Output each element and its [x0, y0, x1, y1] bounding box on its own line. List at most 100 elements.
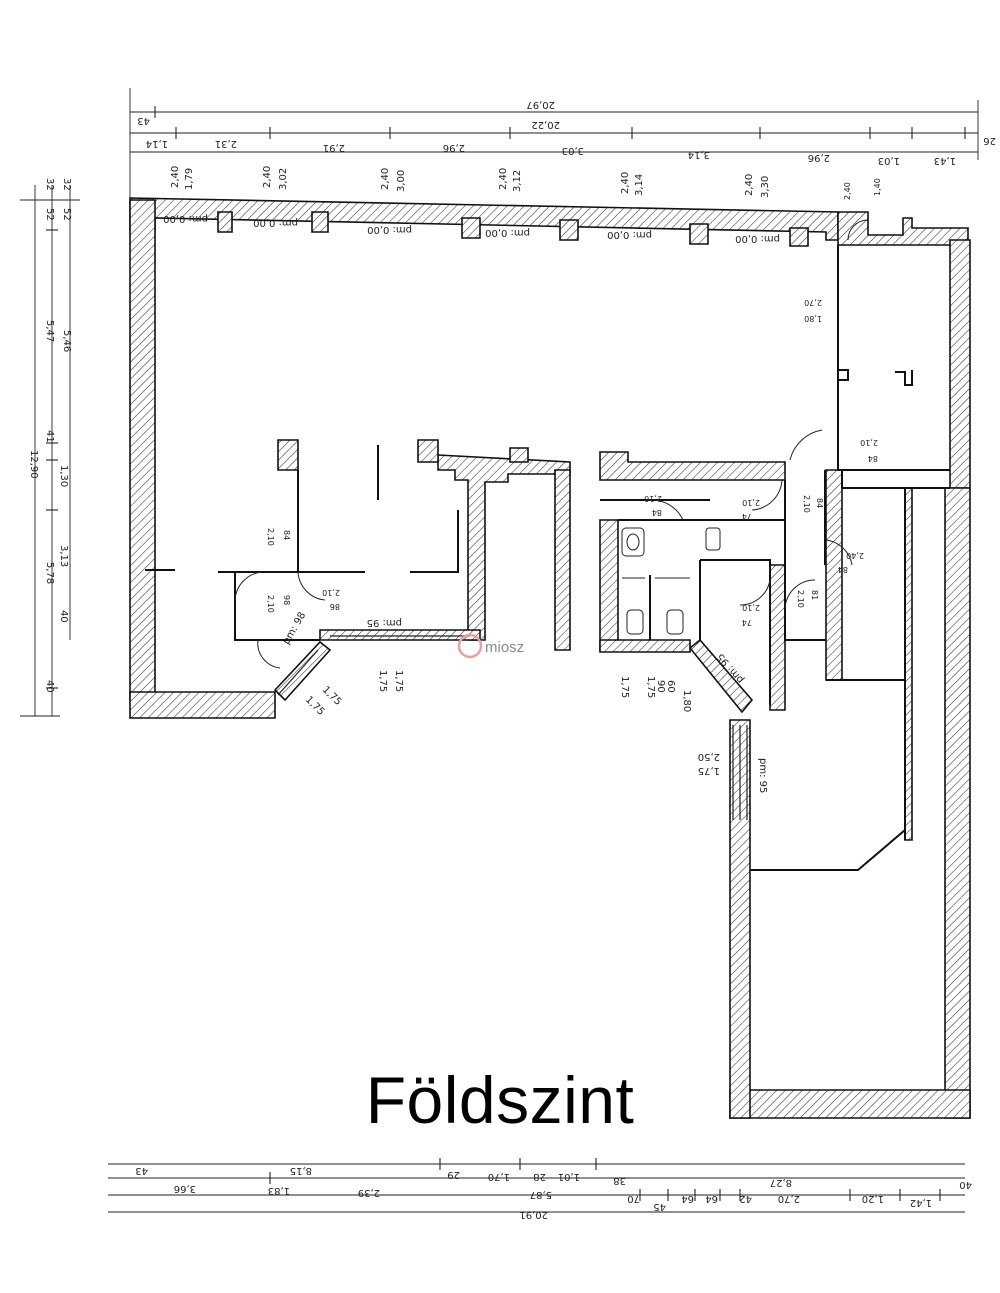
- door-label-19: 84: [282, 530, 291, 540]
- watermark-logo-icon: [457, 633, 483, 659]
- win-dim-a-1: 2,40: [262, 166, 273, 188]
- dim-bottom-r1-7: 8,27: [770, 1177, 792, 1188]
- sill-label-4: pm: 0,00: [607, 229, 652, 240]
- door-label-12: 2,10: [796, 590, 805, 608]
- wall-diag-left: [273, 640, 332, 702]
- dim-bottom-r1-3: 1,70: [488, 1171, 510, 1182]
- dim-left-a-4: 1,30: [58, 465, 69, 487]
- dim-bottom-r1-0: 43: [135, 1165, 148, 1176]
- dim-left-b-3: 3,13: [58, 545, 69, 567]
- dim-bottom-r2-0: 3,66: [174, 1183, 196, 1194]
- win-dim-b-1: 3,02: [278, 168, 289, 190]
- win-dim-b-4: 3,14: [634, 174, 645, 196]
- opening-label-4: 1,75: [320, 684, 344, 708]
- wall-toilet-left: [599, 519, 619, 651]
- dim-bottom-r2-4: 45: [653, 1201, 666, 1212]
- win-dim-a-3: 2,40: [498, 168, 509, 190]
- dim-left-a-2: 5,47: [44, 320, 55, 342]
- dim-bottom-r1-5: 1,01: [558, 1171, 580, 1182]
- wall-top-pillars-6: [789, 227, 809, 247]
- floor-title: Földszint: [365, 1063, 635, 1137]
- sill-label-5: pm: 0,00: [735, 233, 780, 244]
- left-dimension-labels: 12,90 32 52 5,47 41 1,30 5,78 40 32 52 5…: [28, 178, 72, 693]
- dim-overall-top: 20,97: [526, 99, 555, 110]
- win-dim-b-0: 1,79: [184, 168, 195, 190]
- dim-seg-3: 2,96: [443, 142, 465, 153]
- wall-lower-right-corner: [904, 487, 913, 841]
- sill-label-2: pm: 0,00: [367, 224, 412, 235]
- dim-bottom-r2-8: 42: [739, 1193, 752, 1204]
- wall-central-3: [599, 451, 786, 481]
- walls: [129, 197, 971, 1119]
- wall-top-main: [129, 197, 839, 241]
- wall-top-right: [837, 211, 969, 246]
- door-label-23: 86: [330, 602, 340, 611]
- wall-toilet-bottom: [599, 639, 691, 653]
- opening-label-2: 1,75: [393, 670, 404, 692]
- dim-left-a-3: 41: [44, 430, 55, 443]
- wall-top-pillars-1: [217, 211, 233, 233]
- door-label-21: 98: [282, 595, 291, 605]
- wall-col-a: [277, 439, 299, 471]
- opening-label-8: 90: [655, 680, 666, 693]
- dimension-lines: [20, 88, 979, 1213]
- wall-diag-right: [688, 638, 754, 714]
- dim-seg-0: 1,14: [146, 138, 168, 149]
- opening-label-3: pm: 98: [281, 610, 308, 646]
- dim-bottom-r1-6: 38: [613, 1175, 626, 1186]
- dim-left-a-6: 40: [44, 680, 55, 693]
- wall-bay-top: [319, 629, 481, 641]
- wall-right-upper: [949, 239, 971, 489]
- dim-bottom-r2-9: 2,70: [778, 1193, 800, 1204]
- opening-label-9: 60: [665, 680, 676, 693]
- door-label-5: 84: [868, 454, 878, 463]
- opening-label-1: 1,75: [377, 670, 388, 692]
- opening-label-6: 1,75: [619, 676, 630, 698]
- dim-seg-7: 1,03: [878, 155, 900, 166]
- wall-bottom-left: [129, 691, 276, 719]
- opening-label-7: 1,75: [645, 676, 656, 698]
- win-dim-b-2: 3,00: [396, 170, 407, 192]
- dim-bottom-r2-3: 5,87: [530, 1189, 552, 1200]
- door-label-9: 84: [815, 498, 824, 508]
- door-labels: 2,40 1,40 2,70 1,80 2,10 84 2,10 74 2,10…: [266, 178, 882, 627]
- sill-labels: pm: 0,00 pm: 0,00 pm: 0,00 pm: 0,00 pm: …: [163, 213, 780, 244]
- wall-central-4: [417, 439, 439, 463]
- top-dimension-labels: 20,97 20,22 43 26 1,14 2,31 2,91 2,96 3,…: [137, 99, 996, 166]
- wall-top-pillars-5: [689, 223, 709, 245]
- dim-bottom-r2-5: 70: [627, 1193, 640, 1204]
- door-label-17: 84: [652, 508, 662, 517]
- dim-left-overall: 12,90: [28, 450, 39, 479]
- door-label-1: 1,40: [873, 178, 882, 196]
- door-label-11: 84: [838, 565, 848, 574]
- dim-left-a-5: 5,78: [44, 562, 55, 584]
- door-label-10: 2,40: [846, 551, 864, 560]
- door-label-4: 2,10: [860, 438, 878, 447]
- sill-label-1: pm: 0,00: [253, 217, 298, 228]
- door-label-20: 2,10: [266, 595, 275, 613]
- dim-bottom-r2-6: 64: [681, 1193, 694, 1204]
- door-label-0: 2,40: [843, 182, 852, 200]
- wall-top-pillars-3: [461, 217, 481, 239]
- win-dim-b-5: 3,30: [760, 176, 771, 198]
- dim-left-b-4: 40: [58, 610, 69, 623]
- dim-seg-5: 3,14: [688, 149, 710, 160]
- dim-seg-2: 2,91: [323, 142, 345, 153]
- watermark-text: miosz: [485, 639, 524, 656]
- door-label-15: 74: [742, 618, 752, 627]
- door-label-22: 2,10: [322, 588, 340, 597]
- dim-right-offset: 26: [983, 135, 996, 146]
- sill-label-3: pm: 0,00: [485, 227, 530, 238]
- sill-label-0: pm: 0,00: [163, 213, 208, 224]
- opening-label-13: 1,75: [698, 765, 720, 776]
- dim-bottom-r2-11: 1,42: [910, 1197, 932, 1208]
- dim-seg-8: 1,43: [934, 155, 956, 166]
- watermark: miosz: [457, 633, 524, 659]
- partitions: [145, 245, 950, 871]
- door-label-2: 2,70: [804, 298, 822, 307]
- dim-bottom-overall: 20,91: [519, 1209, 548, 1220]
- dim-bottom-r2-7: 64: [705, 1193, 718, 1204]
- win-dim-a-4: 2,40: [620, 172, 631, 194]
- wall-room-divider: [769, 564, 786, 711]
- windows: [277, 635, 748, 820]
